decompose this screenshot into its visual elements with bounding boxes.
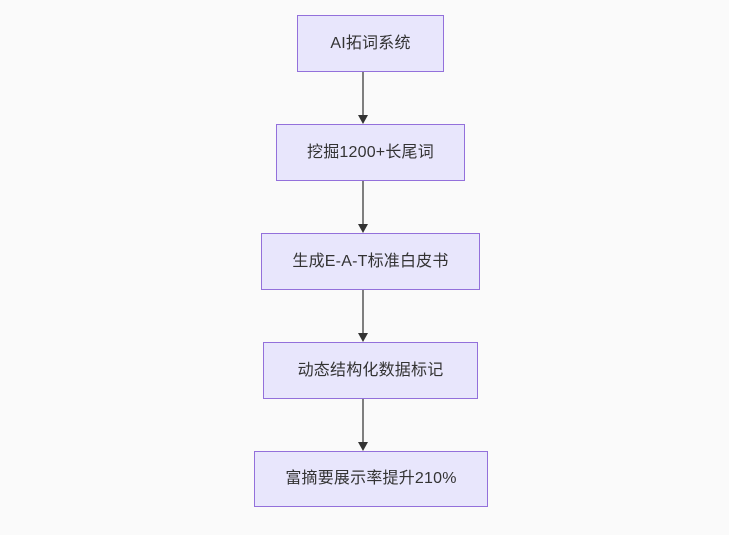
arrowhead-icon: [357, 442, 368, 451]
connector-arrow: [355, 181, 371, 233]
arrowhead-icon: [357, 333, 368, 342]
connector-arrow: [355, 290, 371, 342]
flowchart-node-label: 动态结构化数据标记: [297, 361, 444, 379]
arrowhead-icon: [357, 224, 368, 233]
connector-line: [362, 181, 364, 225]
flowchart-node-5[interactable]: 富摘要展示率提升210%: [254, 451, 488, 507]
flowchart-node-label: 生成E-A-T标准白皮书: [292, 252, 449, 270]
connector-arrow: [355, 72, 371, 124]
connector-line: [362, 399, 364, 443]
flowchart-node-label: 富摘要展示率提升210%: [285, 470, 457, 488]
connector-line: [362, 72, 364, 116]
arrowhead-icon: [357, 115, 368, 124]
flowchart-node-label: AI拓词系统: [330, 34, 411, 52]
flowchart-node-3[interactable]: 生成E-A-T标准白皮书: [261, 233, 480, 290]
flowchart-node-2[interactable]: 挖掘1200+长尾词: [276, 124, 465, 181]
flowchart-node-1[interactable]: AI拓词系统: [297, 15, 444, 72]
flowchart-node-4[interactable]: 动态结构化数据标记: [263, 342, 478, 399]
connector-line: [362, 290, 364, 334]
flowchart-node-label: 挖掘1200+长尾词: [307, 143, 434, 161]
connector-arrow: [355, 399, 371, 451]
